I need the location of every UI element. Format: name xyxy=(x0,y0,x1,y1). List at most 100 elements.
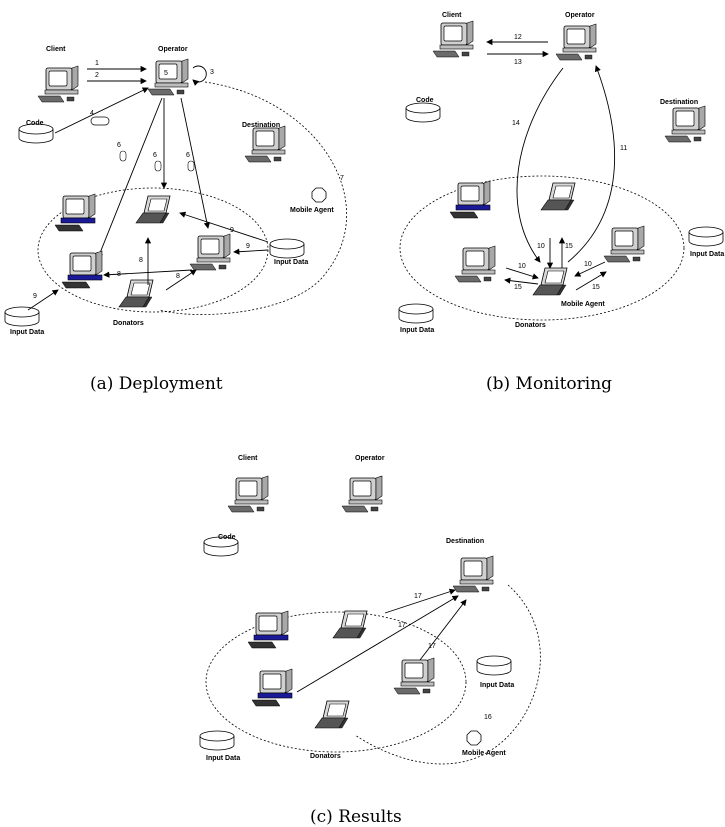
input-data-label: Input Data xyxy=(400,327,434,334)
donator-computer-icon xyxy=(189,233,231,271)
donator-laptop-icon xyxy=(135,195,171,224)
operator-label: Operator xyxy=(158,46,188,53)
caption-b: (b) Monitoring xyxy=(486,374,612,394)
step-16-label: 16 xyxy=(484,714,492,721)
donator-computer-icon xyxy=(603,225,645,263)
step-13-label: 13 xyxy=(514,59,522,66)
donator-computer-icon xyxy=(393,657,435,695)
arrow-6-c xyxy=(180,97,210,229)
code-capsule-icon xyxy=(90,116,110,126)
donators-label: Donators xyxy=(113,320,144,327)
step-12-label: 12 xyxy=(514,34,522,41)
destination-label: Destination xyxy=(242,122,280,129)
code-label: Code xyxy=(218,534,236,541)
arrow-15-c xyxy=(575,271,607,291)
donators-group-outline xyxy=(205,611,467,753)
client-label: Client xyxy=(442,12,462,19)
destination-computer-icon xyxy=(452,555,494,593)
client-label: Client xyxy=(238,455,258,462)
input-data-label: Input Data xyxy=(690,251,724,258)
step-11-label: 11 xyxy=(620,145,627,152)
arrow-9-b xyxy=(233,248,269,255)
donator-desktop-icon xyxy=(251,668,293,707)
step-17-label-b: 17 xyxy=(398,622,406,629)
step-3-label: 3 xyxy=(210,69,214,76)
donator-desktop-icon xyxy=(247,610,289,649)
step-7-label: 7 xyxy=(340,175,344,182)
arrow-8-c xyxy=(165,269,197,291)
step-10-label-c: 10 xyxy=(584,261,592,268)
arrow-10-c xyxy=(574,261,606,277)
caption-a: (a) Deployment xyxy=(90,374,223,394)
arrow-14 xyxy=(516,67,564,263)
step-5-label: 5 xyxy=(164,70,168,77)
mobile-agent-path xyxy=(159,81,347,315)
mobile-agent-path xyxy=(354,584,541,765)
code-capsule-icon xyxy=(119,150,127,162)
arrow-15-b xyxy=(504,277,539,285)
step-9-label-c: 9 xyxy=(33,293,37,300)
step-2-label: 2 xyxy=(95,72,99,79)
code-label: Code xyxy=(416,97,434,104)
arrow-17-c xyxy=(419,599,467,661)
code-capsule-icon xyxy=(154,160,162,172)
donators-label: Donators xyxy=(310,753,341,760)
destination-label: Destination xyxy=(660,99,698,106)
donator-laptop-icon xyxy=(532,267,568,296)
caption-c: (c) Results xyxy=(310,807,402,827)
arrow-11 xyxy=(567,65,616,263)
step-10-label-a: 10 xyxy=(537,243,545,250)
donator-laptop-icon xyxy=(332,610,368,639)
step-8-label-c: 8 xyxy=(176,273,180,280)
step-6-label-b: 6 xyxy=(153,152,157,159)
code-label: Code xyxy=(26,120,44,127)
client-computer-icon xyxy=(37,65,79,103)
operator-computer-icon xyxy=(555,23,597,61)
donator-laptop-icon xyxy=(540,182,576,211)
input-data-label: Input Data xyxy=(274,259,308,266)
donators-group-outline xyxy=(399,175,685,321)
input-data-database-icon xyxy=(398,303,434,324)
input-data-label: Input Data xyxy=(206,755,240,762)
panel-c-results: Client Operator Code Destination 17 17 1… xyxy=(199,455,541,827)
arrow-4 xyxy=(54,87,149,134)
step-4-label: 4 xyxy=(90,110,94,117)
input-data-database-icon xyxy=(199,730,235,751)
donator-desktop-icon xyxy=(61,250,103,289)
input-data-database-icon xyxy=(4,306,40,327)
operator-computer-icon xyxy=(341,475,383,513)
step-17-label-c: 17 xyxy=(428,643,436,650)
mobile-agent-label: Mobile Agent xyxy=(561,301,605,308)
step-9-label-a: 9 xyxy=(230,227,234,234)
step-10-label-b: 10 xyxy=(518,263,526,270)
client-computer-icon xyxy=(227,475,269,513)
donator-desktop-icon xyxy=(449,180,491,219)
input-data-database-icon xyxy=(688,226,724,247)
operator-label: Operator xyxy=(565,12,595,19)
step-17-label-a: 17 xyxy=(414,593,422,600)
arrow-9-a xyxy=(179,211,269,243)
step-6-label-a: 6 xyxy=(117,142,121,149)
mobile-agent-icon xyxy=(466,730,482,746)
step-15-label-c: 15 xyxy=(592,284,600,291)
mobile-agent-label: Mobile Agent xyxy=(462,750,506,757)
operator-computer-icon xyxy=(147,58,189,96)
step-15-label-a: 15 xyxy=(565,243,573,250)
client-computer-icon xyxy=(432,20,474,58)
panel-b-monitoring: Client Operator 12 13 Code Destination 1… xyxy=(398,12,724,394)
mobile-agent-icon xyxy=(311,187,327,203)
arrow-17-a xyxy=(384,588,456,614)
self-loop-arrow-3 xyxy=(192,65,207,86)
arrow-10-b xyxy=(505,267,539,280)
destination-computer-icon xyxy=(664,105,706,143)
donator-computer-icon xyxy=(454,245,496,283)
donators-label: Donators xyxy=(515,322,546,329)
arrow-17-b xyxy=(296,595,459,693)
destination-label: Destination xyxy=(446,538,484,545)
panel-a-deployment: Client Operator 5 3 1 2 Code 4 Destinati… xyxy=(4,46,347,394)
input-data-database-icon xyxy=(476,655,512,676)
step-15-label-b: 15 xyxy=(514,284,522,291)
input-data-label: Input Data xyxy=(10,329,44,336)
operator-label: Operator xyxy=(355,455,385,462)
